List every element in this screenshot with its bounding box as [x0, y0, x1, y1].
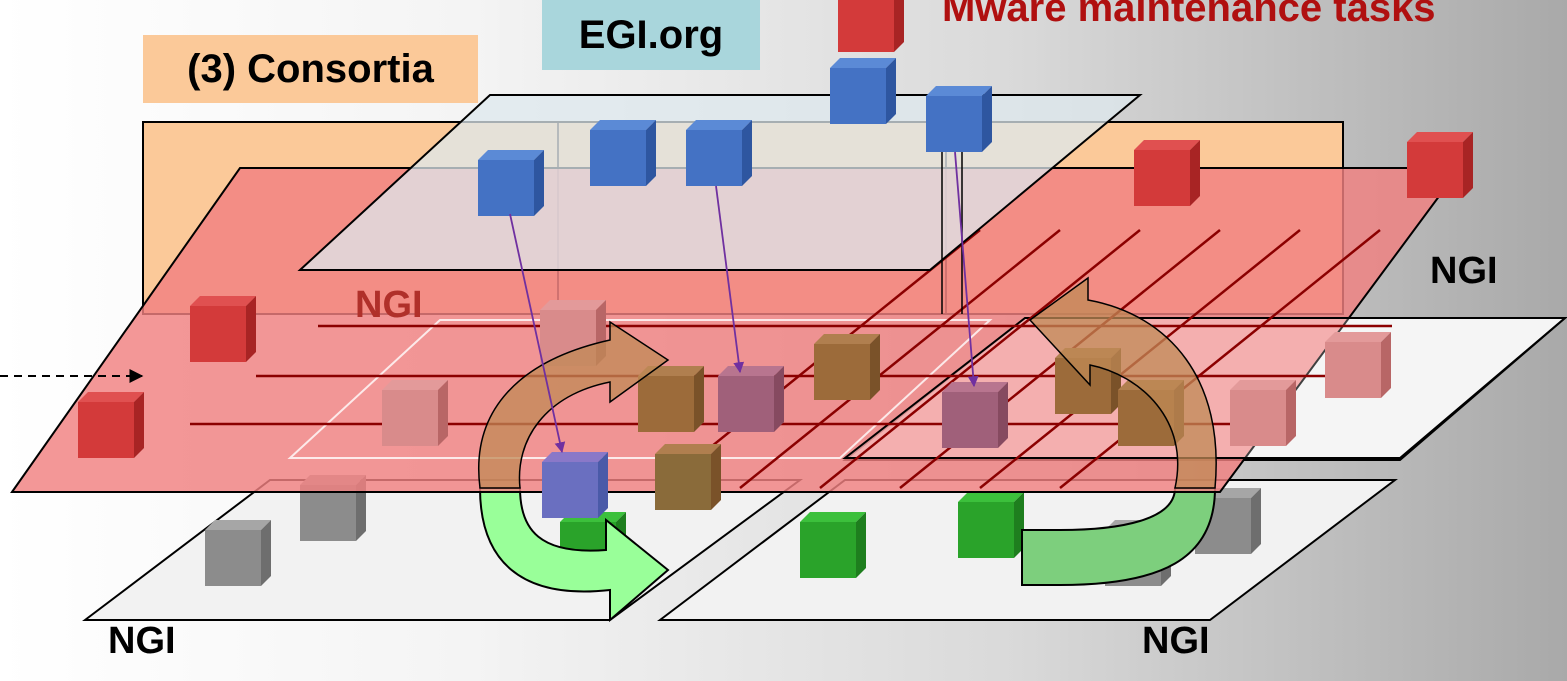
pink-cube — [1325, 332, 1391, 398]
brown-cube — [814, 334, 880, 400]
consortia-label-box: (3) Consortia — [143, 35, 478, 103]
task-flow-arrows — [509, 151, 979, 454]
ngi-label-middle: NGI — [355, 284, 423, 326]
green-arrow-right — [1021, 487, 1217, 586]
egi-label-box: EGI.org — [542, 0, 760, 70]
legend-red-cube — [838, 0, 904, 52]
red-cube — [1134, 140, 1200, 206]
red-cube — [78, 392, 144, 458]
mauve-cube — [718, 366, 784, 432]
brown-cube — [638, 366, 704, 432]
egi-label: EGI.org — [578, 12, 724, 57]
blue-purple-cube — [542, 452, 608, 518]
green-cube — [800, 512, 866, 578]
consortia-label: (3) Consortia — [187, 46, 434, 91]
brown-cube — [655, 444, 721, 510]
blue-cube — [590, 120, 656, 186]
blue-cube — [926, 86, 992, 152]
pink-cube — [1230, 380, 1296, 446]
ngi-label-bottom-right: NGI — [1142, 620, 1210, 662]
blue-cube — [478, 150, 544, 216]
brown-circular-arrow-right — [1028, 276, 1217, 489]
grey-cube — [205, 520, 271, 586]
legend-label: Mware maintenance tasks — [942, 0, 1436, 30]
brown-circular-arrow — [478, 320, 670, 489]
green-arrow-left — [478, 487, 670, 623]
pink-cube — [382, 380, 448, 446]
green-cube — [958, 492, 1024, 558]
blue-cube — [830, 58, 896, 124]
red-cube — [1407, 132, 1473, 198]
mauve-cube — [942, 382, 1008, 448]
ngi-label-bottom-left: NGI — [108, 620, 176, 662]
red-cube — [190, 296, 256, 362]
blue-cube — [686, 120, 752, 186]
ngi-label-right: NGI — [1430, 250, 1498, 292]
